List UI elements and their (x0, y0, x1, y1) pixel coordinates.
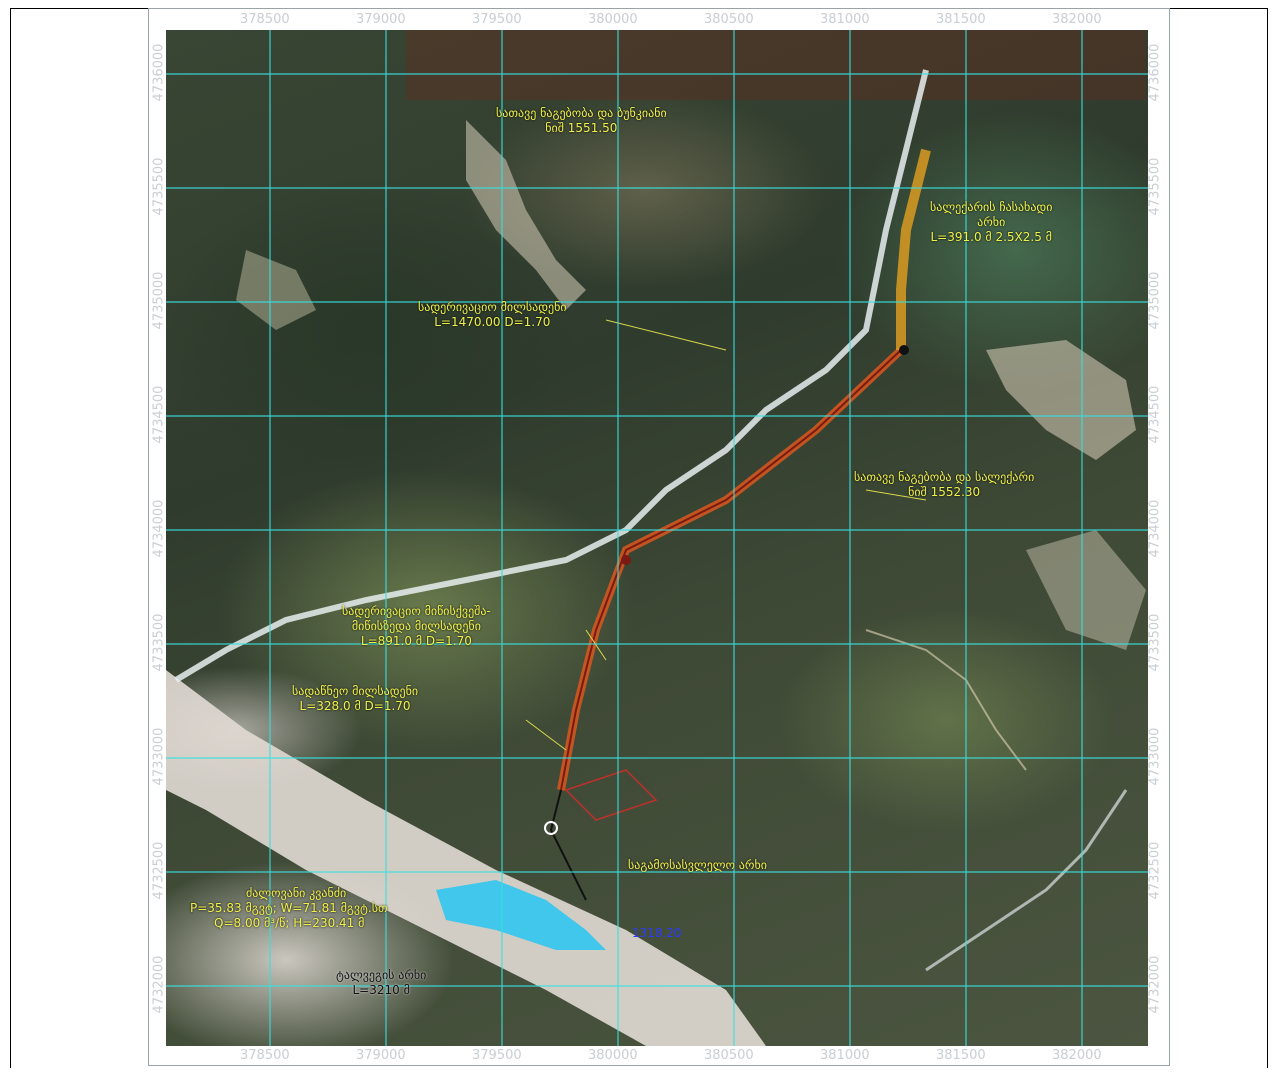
grid-label-bottom: 379000 (356, 1048, 406, 1063)
construction-area (564, 769, 658, 821)
grid-label-bottom: 382000 (1052, 1048, 1102, 1063)
satellite-map[interactable] (166, 30, 1148, 1046)
grid-label-top: 381000 (820, 12, 870, 27)
grid-label-bottom: 380000 (588, 1048, 638, 1063)
grid-label-right: 4734500 (1147, 385, 1163, 444)
reservoir (436, 880, 606, 950)
powerhouse-marker (544, 821, 558, 835)
grid-label-right: 4733000 (1147, 727, 1163, 786)
label-headworks[interactable]: სათავე ნაგებობა და ბუნკიანი ნიშ 1551.50 (496, 106, 667, 135)
grid-label-left: 4735000 (151, 271, 167, 330)
scree-slope (466, 120, 586, 310)
grid-label-right: 4735500 (1147, 157, 1163, 216)
grid-label-bottom: 380500 (704, 1048, 754, 1063)
grid-label-left: 4732000 (151, 955, 167, 1014)
grid-label-bottom: 381000 (820, 1048, 870, 1063)
grid-label-top: 379500 (472, 12, 522, 27)
grid-label-left: 4733000 (151, 727, 167, 786)
grid-label-left: 4732500 (151, 841, 167, 900)
page-frame (10, 8, 1268, 1068)
grid-label-right: 4734000 (1147, 499, 1163, 558)
scree-slope (1026, 530, 1146, 650)
grid-label-right: 4735000 (1147, 271, 1163, 330)
scree-slope (236, 250, 316, 330)
label-tailrace[interactable]: საგამოსასვლელო არხი (628, 858, 767, 872)
pipeline-centerline (560, 349, 902, 791)
label-pipeline-upper[interactable]: სადერივაციო მილსადენი L=1470.00 D=1.70 (418, 300, 567, 329)
grid-label-right: 4732000 (1147, 955, 1163, 1014)
desilting-channel (896, 148, 931, 350)
grid-label-right: 4733500 (1147, 613, 1163, 672)
grid-label-top: 380500 (704, 12, 754, 27)
grid-label-right: 4732500 (1147, 841, 1163, 900)
label-pipeline-mid[interactable]: სადერივაციო მიწისქვეშა- მიწისზედა მილსად… (342, 604, 491, 648)
label-penstock[interactable]: სადაწნეო მილსადენი L=328.0 მ D=1.70 (292, 684, 419, 713)
grid-label-top: 380000 (588, 12, 638, 27)
grid-label-left: 4736000 (151, 43, 167, 102)
top-rule-right (1170, 8, 1268, 9)
grid-label-right: 4736000 (1147, 43, 1163, 102)
label-powerhouse[interactable]: ძალოვანი კვანძი P=35.83 მგვტ; W=71.81 მგ… (190, 886, 388, 930)
riverbed (166, 670, 766, 1046)
penstock-line (549, 789, 587, 901)
label-tailrace-channel[interactable]: ტალვეგის არხი L=3210 მ (336, 968, 427, 997)
intake-marker (899, 345, 909, 355)
label-headworks-2[interactable]: სათავე ნაგებობა და სალექარი ნიშ 1552.30 (854, 470, 1035, 499)
grid-label-top: 379000 (356, 12, 406, 27)
top-rule-left (10, 8, 148, 9)
label-desilting-channel[interactable]: სალექარის ჩასახადი არხი L=391.0 მ 2.5X2.… (930, 200, 1053, 244)
grid-label-bottom: 379500 (472, 1048, 522, 1063)
grid-label-top: 381500 (936, 12, 986, 27)
tributary (925, 789, 1128, 972)
label-water-level: 1318.20 (632, 926, 682, 940)
map-overlay (166, 30, 1148, 1046)
scree-slope (986, 340, 1136, 460)
grid-label-bottom: 381500 (936, 1048, 986, 1063)
grid-label-left: 4734000 (151, 499, 167, 558)
grid-label-bottom: 378500 (240, 1048, 290, 1063)
river (174, 69, 929, 683)
grid-label-left: 4735500 (151, 157, 167, 216)
utm-grid (166, 30, 1148, 1046)
grid-label-left: 4734500 (151, 385, 167, 444)
junction-marker (621, 555, 631, 565)
road (865, 629, 1027, 771)
grid-label-top: 378500 (240, 12, 290, 27)
grid-label-left: 4733500 (151, 613, 167, 672)
grid-label-top: 382000 (1052, 12, 1102, 27)
